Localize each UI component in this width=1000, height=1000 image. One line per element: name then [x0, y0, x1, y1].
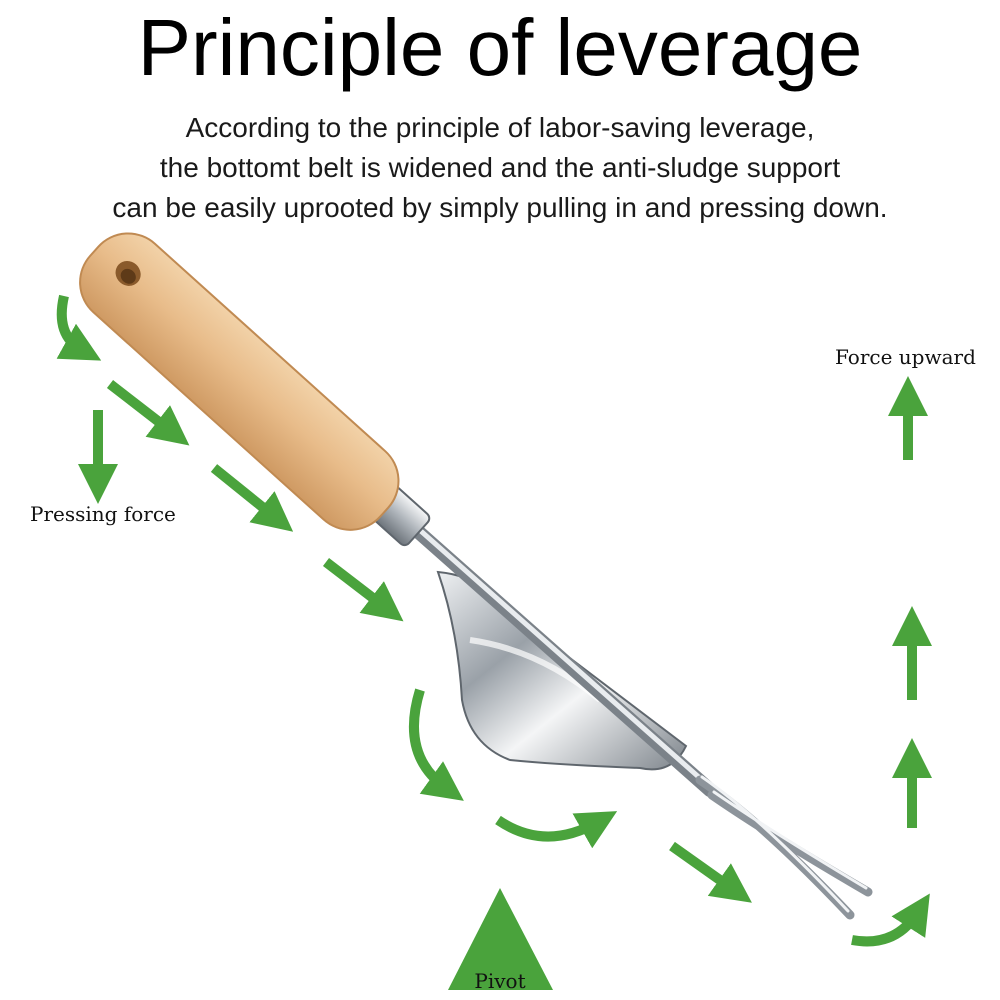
description-line-2: the bottomt belt is widened and the anti…	[159, 152, 841, 183]
page-title: Principle of leverage	[137, 3, 863, 92]
description-line-3: can be easily uprooted by simply pulling…	[112, 192, 888, 223]
arrow-icon	[495, 811, 618, 849]
arrow-icon	[106, 380, 190, 446]
pivot-label: Pivot	[474, 969, 525, 993]
description: According to the principle of labor-savi…	[0, 108, 1000, 228]
weeder-tool	[79, 232, 873, 920]
arrow-icon	[210, 464, 294, 532]
arrow-icon	[851, 893, 930, 947]
force-upward-label: Force upward	[835, 345, 976, 369]
arrow-icon	[409, 688, 464, 801]
arrow-icon	[56, 294, 102, 361]
force-arrows	[56, 294, 932, 947]
arrow-icon	[322, 558, 404, 622]
wooden-handle	[79, 232, 400, 531]
pivot-triangle-icon	[448, 888, 553, 990]
arrow-icon	[669, 841, 752, 903]
description-line-1: According to the principle of labor-savi…	[185, 112, 815, 143]
pressing-force-label: Pressing force	[30, 502, 176, 526]
fork-tines	[695, 775, 873, 920]
